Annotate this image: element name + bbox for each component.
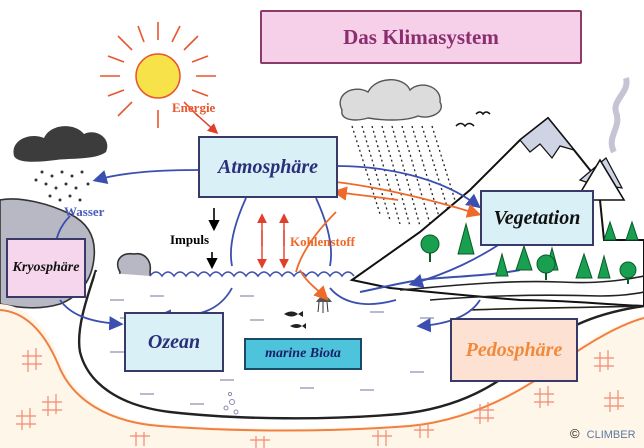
rain-cloud-icon	[340, 80, 458, 226]
cryosphere-label: Kryosphäre	[13, 260, 80, 276]
pedosphere-box: Pedosphäre	[450, 318, 578, 382]
pedosphere-label: Pedosphäre	[466, 339, 563, 362]
energy-arrow	[196, 114, 216, 132]
carbon-label: Kohlenstoff	[290, 234, 355, 250]
ocean-box: Ozean	[124, 312, 224, 372]
ocean-label: Ozean	[148, 331, 200, 354]
water-label: Wasser	[64, 204, 104, 220]
volcano-plume	[612, 78, 627, 152]
marine-biota-box: marine Biota	[244, 338, 362, 370]
momentum-label: Impuls	[170, 232, 209, 248]
atmosphere-box: Atmosphäre	[198, 136, 338, 198]
cryosphere-box: Kryosphäre	[6, 238, 86, 298]
copyright-icon: ©	[570, 426, 580, 441]
marine-biota-label: marine Biota	[265, 346, 341, 362]
vegetation-label: Vegetation	[494, 207, 581, 230]
vegetation-box: Vegetation	[480, 190, 594, 246]
energy-label: Energie	[172, 100, 215, 116]
snow-cloud-icon	[13, 126, 107, 201]
atmosphere-label: Atmosphäre	[218, 156, 318, 179]
credit-text: CLIMBER	[587, 429, 636, 441]
ocean-waves	[150, 272, 354, 276]
title-box: Das Klimasystem	[260, 10, 582, 64]
birds-icon	[456, 112, 490, 126]
exchange-arrows	[262, 216, 284, 266]
page-title: Das Klimasystem	[343, 25, 499, 50]
credit: © CLIMBER	[570, 426, 636, 441]
